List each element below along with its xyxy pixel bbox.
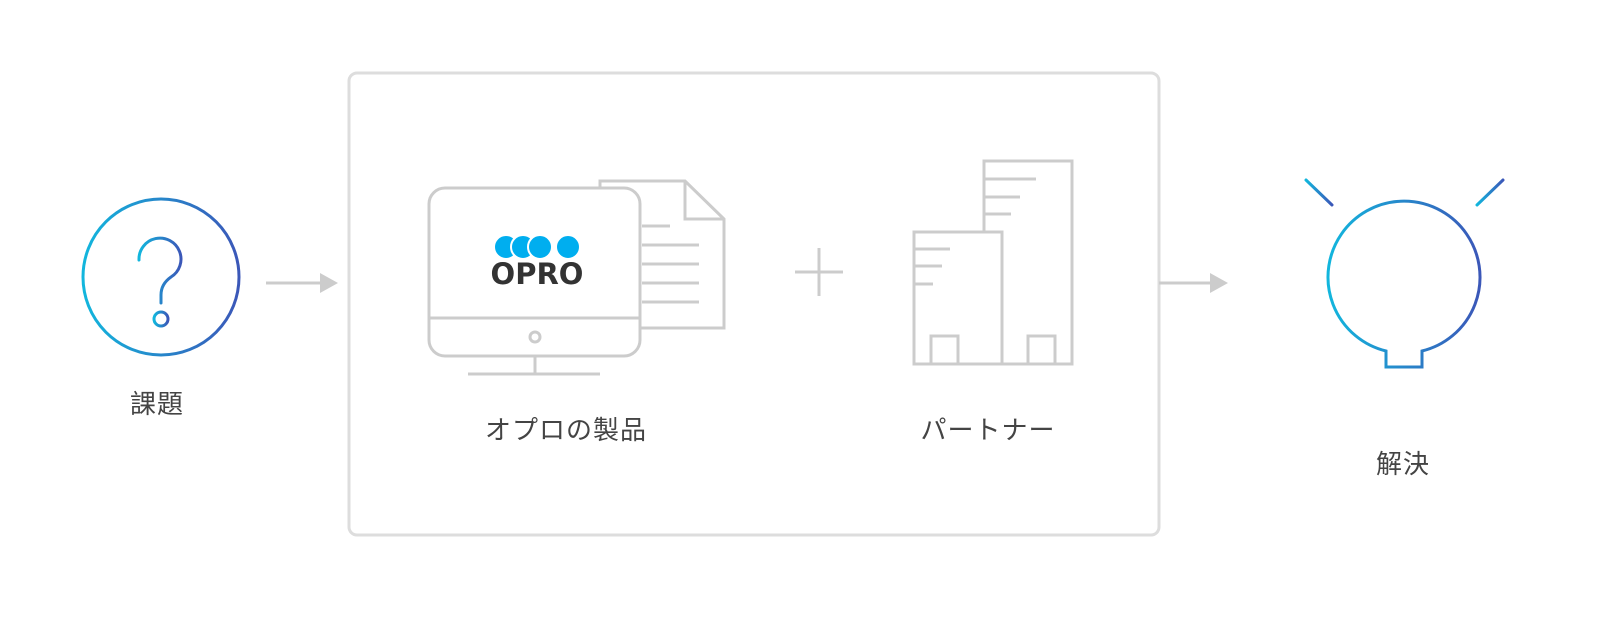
product-icon <box>427 179 726 376</box>
opro-logo: OPRO <box>491 234 584 291</box>
arrow-right-icon <box>266 273 338 293</box>
building-icon <box>912 159 1074 366</box>
problem-label: 課題 <box>129 390 185 420</box>
group-frame <box>347 71 1161 537</box>
solution-label: 解決 <box>1375 450 1431 480</box>
arrow-right-icon <box>1159 273 1228 293</box>
lightbulb-icon <box>1274 148 1535 419</box>
question-icon <box>81 197 241 357</box>
product-label: オプロの製品 <box>484 416 648 446</box>
logo-text: OPRO <box>491 257 584 291</box>
plus-icon <box>795 248 843 296</box>
partner-label: パートナー <box>920 416 1056 446</box>
